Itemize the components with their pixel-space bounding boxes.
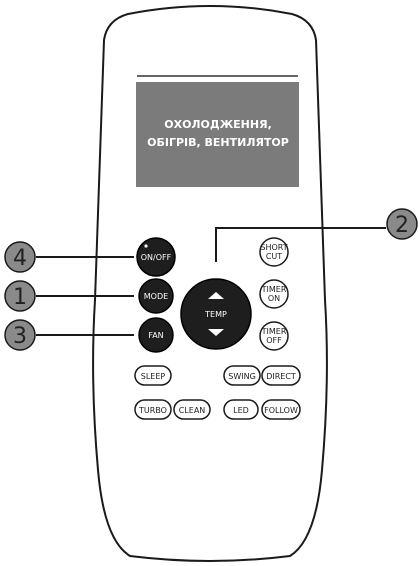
svg-text:CUT: CUT [266,252,282,261]
led-button[interactable]: LED [223,399,259,420]
callout-1: 1 [4,280,36,312]
screen-line-1: ОХОЛОДЖЕННЯ, [164,118,272,131]
temp-down-icon [208,329,224,336]
callout-3: 3 [4,319,36,351]
svg-text:SLEEP: SLEEP [141,372,166,381]
svg-text:3: 3 [13,324,27,349]
svg-text:SWING: SWING [228,372,256,381]
svg-text:FAN: FAN [148,331,163,340]
temp-up-icon [208,292,224,299]
svg-text:SHORT: SHORT [260,243,287,252]
svg-text:4: 4 [13,246,27,271]
svg-text:2: 2 [395,213,409,238]
timer-on-button[interactable]: TIMER ON [259,279,289,309]
svg-text:LED: LED [233,406,249,415]
direct-button[interactable]: DIRECT [261,365,301,386]
temp-rocker[interactable]: TEMP [180,278,252,350]
swing-button[interactable]: SWING [223,365,261,386]
svg-text:FOLLOW: FOLLOW [264,406,298,415]
svg-text:1: 1 [13,285,27,310]
timer-off-button[interactable]: TIMER OFF [259,321,289,351]
svg-text:CLEAN: CLEAN [179,406,206,415]
svg-text:TIMER: TIMER [261,327,287,336]
clean-button[interactable]: CLEAN [173,399,211,420]
callout-line-2 [215,227,386,262]
svg-text:OFF: OFF [266,336,282,345]
svg-text:MODE: MODE [144,292,168,301]
mode-button[interactable]: MODE [138,278,174,314]
display-screen [136,82,299,187]
svg-text:TURBO: TURBO [138,406,167,415]
screen-line-2: ОБІГРІВ, ВЕНТИЛЯТОР [147,136,289,149]
turbo-button[interactable]: TURBO [134,399,172,420]
callout-2: 2 [386,208,418,240]
callout-4: 4 [4,241,36,273]
fan-button[interactable]: FAN [138,317,174,353]
svg-text:ON/OFF: ON/OFF [141,253,172,262]
svg-text:TEMP: TEMP [204,310,227,319]
onoff-button[interactable]: ON/OFF [136,237,176,277]
svg-text:ON: ON [268,294,280,303]
svg-text:DIRECT: DIRECT [266,372,296,381]
sleep-button[interactable]: SLEEP [134,365,172,386]
follow-button[interactable]: FOLLOW [261,399,301,420]
shortcut-button[interactable]: SHORT CUT [259,237,289,267]
svg-text:TIMER: TIMER [261,285,287,294]
